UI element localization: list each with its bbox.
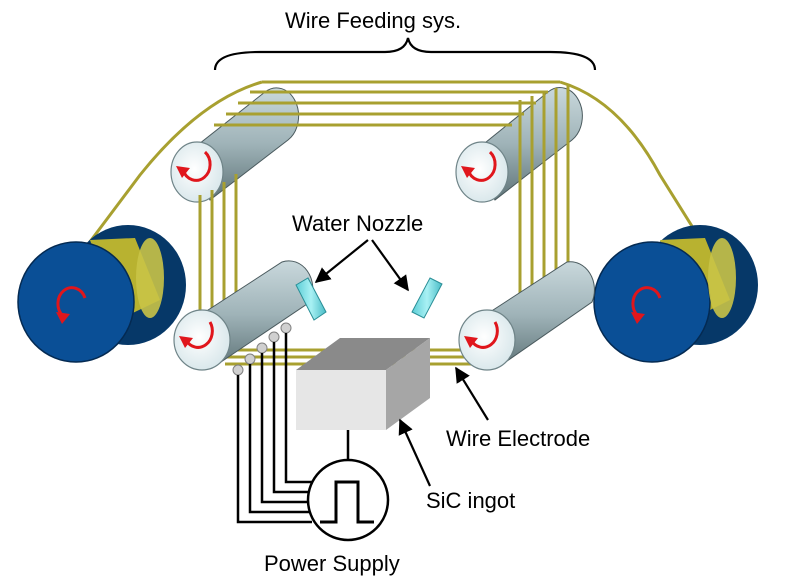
sic-ingot-label: SiC ingot bbox=[426, 488, 515, 513]
square-pulse-icon bbox=[320, 480, 374, 524]
wire-feeding-brace bbox=[213, 37, 597, 71]
left-spool bbox=[17, 225, 186, 363]
upper-left-roller bbox=[170, 87, 300, 203]
sic-ingot bbox=[296, 338, 430, 430]
power-supply bbox=[306, 458, 390, 542]
lower-right-roller bbox=[458, 261, 595, 371]
water-nozzle-right bbox=[411, 277, 443, 319]
pointer-arrows bbox=[314, 239, 489, 487]
power-cables bbox=[236, 333, 350, 524]
water-nozzle-left bbox=[295, 277, 327, 321]
right-spool bbox=[593, 225, 758, 363]
lower-left-roller bbox=[173, 260, 314, 371]
wire-feeding-label: Wire Feeding sys. bbox=[285, 8, 461, 33]
rotation-arrowheads bbox=[56, 166, 645, 348]
contact-points bbox=[232, 322, 292, 376]
rotation-arrow-icon bbox=[56, 150, 662, 349]
power-supply-label: Power Supply bbox=[264, 551, 400, 576]
water-nozzle-label: Water Nozzle bbox=[292, 211, 423, 236]
wire-electrode-label: Wire Electrode bbox=[446, 426, 590, 451]
